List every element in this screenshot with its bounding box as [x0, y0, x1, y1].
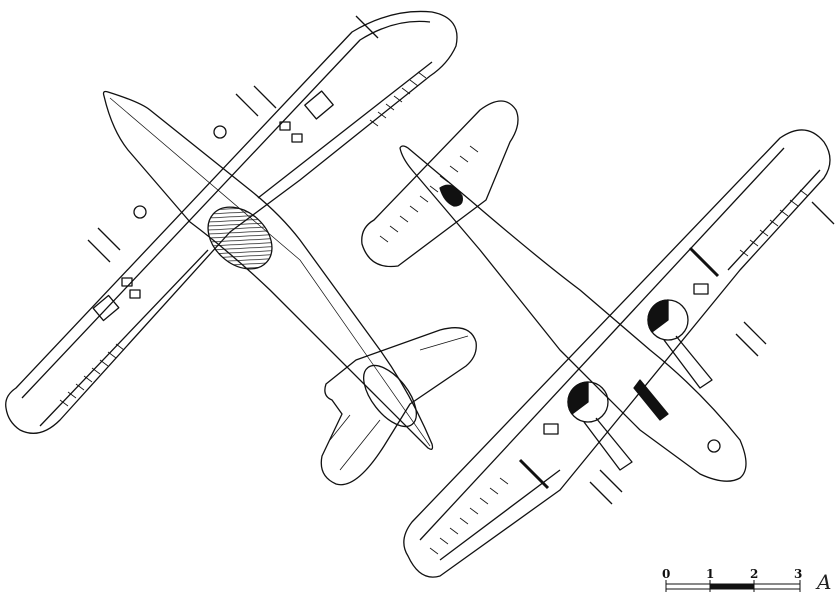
aircraft-top-view — [5, 10, 477, 486]
bottom-view-engine-left — [567, 381, 633, 471]
scale-label-0: 0 — [662, 567, 671, 581]
bottom-view-tail-marking — [439, 184, 463, 207]
bottom-view-tailplane — [361, 100, 519, 268]
scale-label-1: 1 — [706, 567, 715, 581]
top-view-fuselage — [102, 90, 434, 450]
top-view-canopy — [207, 206, 273, 270]
scale-label-3: 3 — [794, 567, 803, 581]
artist-signature: A — [817, 570, 832, 594]
scale-label-2: 2 — [750, 567, 759, 581]
top-view-wing — [5, 10, 458, 434]
top-view-tailplane — [320, 327, 477, 486]
bottom-view-fuselage — [399, 145, 747, 482]
scale-bar — [665, 580, 801, 592]
bottom-view-engine-right — [647, 299, 713, 389]
bottom-view-wing — [403, 129, 831, 578]
aircraft-bottom-view — [361, 100, 835, 578]
